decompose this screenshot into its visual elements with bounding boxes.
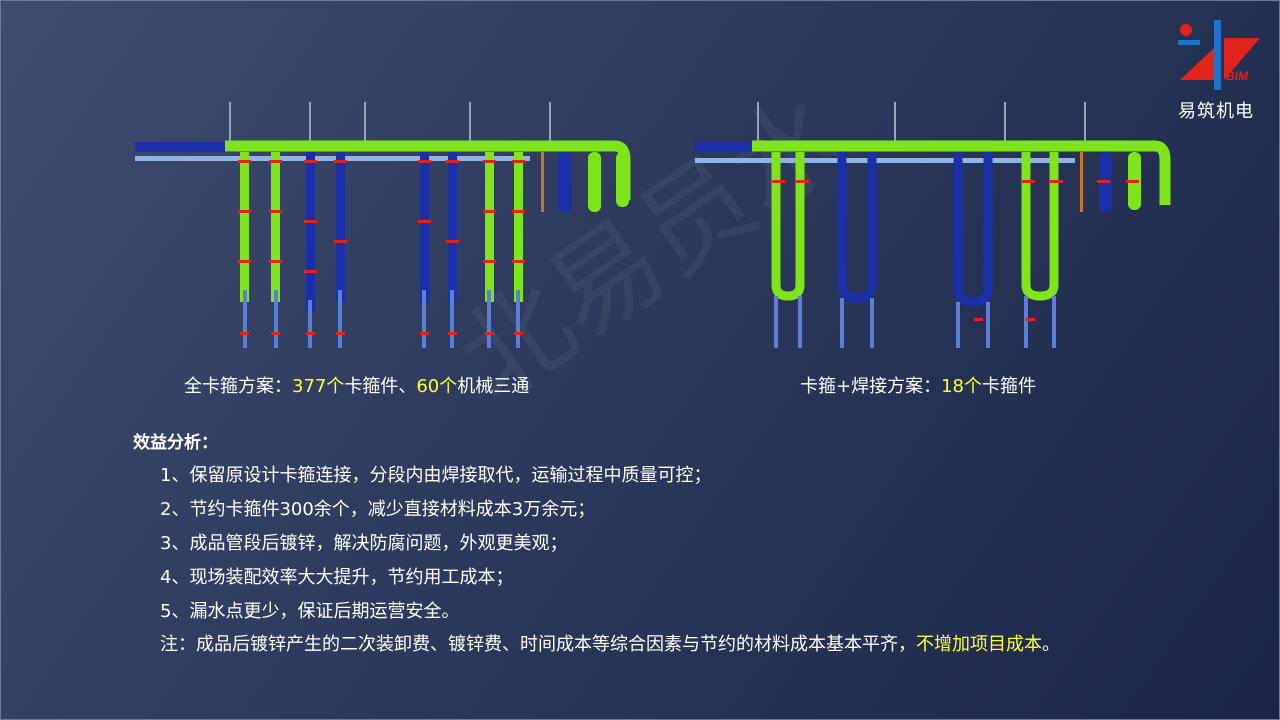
caption-mid: 卡箍件、 — [344, 376, 417, 397]
caption-count-clamps: 18个 — [941, 376, 982, 397]
main-blue-pipe — [135, 142, 235, 152]
main-light-pipe — [135, 156, 530, 161]
analysis-item-5: 5、漏水点更少，保证后期运营安全。 — [160, 601, 460, 622]
caption-suffix: 机械三通 — [457, 376, 530, 397]
logo-bim-text: BIM — [1226, 69, 1249, 83]
logo-text: 易筑机电 — [1178, 101, 1254, 122]
caption-count-tees: 60个 — [416, 376, 458, 397]
left-diagram-caption: 全卡箍方案：377个卡箍件、60个机械三通 — [184, 372, 529, 398]
analysis-item-1: 1、保留原设计卡箍连接，分段内由焊接取代，运输过程中质量可控； — [160, 465, 712, 486]
right-pipe-diagram — [695, 102, 1171, 348]
right-diagram-caption: 卡箍+焊接方案：18个卡箍件 — [800, 372, 1036, 398]
note-text: 注：成品后镀锌产生的二次装卸费、镀锌费、时间成本等综合因素与节约的材料成本基本平… — [160, 634, 916, 655]
note-suffix: 。 — [1042, 634, 1060, 655]
note-highlight: 不增加项目成本 — [916, 634, 1042, 655]
caption-prefix: 卡箍+焊接方案： — [800, 376, 942, 397]
main-light-pipe — [695, 158, 1075, 163]
analysis-item-3: 3、成品管段后镀锌，解决防腐问题，外观更美观； — [160, 533, 568, 554]
caption-count-clamps: 377个 — [292, 376, 345, 397]
light-drop-pipes — [243, 290, 520, 348]
main-blue-pipe — [695, 142, 765, 152]
caption-suffix: 卡箍件 — [982, 376, 1036, 397]
vertical-pipes — [771, 152, 1141, 307]
left-pipe-diagram — [135, 102, 631, 348]
vertical-pipes — [240, 152, 629, 312]
hanger-rods — [229, 102, 551, 148]
analysis-heading: 效益分析： — [133, 433, 218, 453]
company-logo: BIM — [1178, 20, 1260, 90]
main-green-pipe — [752, 140, 1171, 205]
clamps — [772, 180, 1139, 321]
clamps — [238, 160, 525, 335]
analysis-item-4: 4、现场装配效率大大提升，节约用工成本； — [160, 567, 514, 588]
hanger-rods — [757, 102, 1086, 148]
analysis-note: 注：成品后镀锌产生的二次装卸费、镀锌费、时间成本等综合因素与节约的材料成本基本平… — [160, 630, 1060, 656]
analysis-item-2: 2、节约卡箍件300余个，减少直接材料成本3万余元； — [160, 499, 596, 520]
light-drop-pipes — [774, 296, 1056, 348]
caption-prefix: 全卡箍方案： — [184, 376, 292, 397]
